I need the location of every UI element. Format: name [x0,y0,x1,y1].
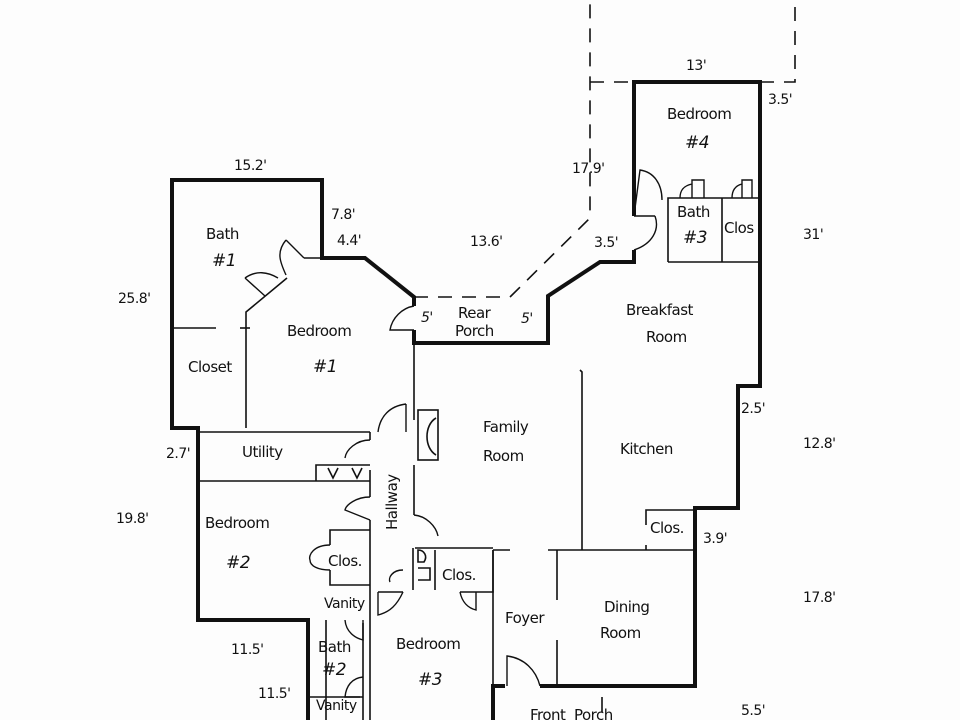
room-rear-porch-2: Porch [455,322,494,340]
dim-2-5: 2.5' [741,401,765,417]
room-bedroom4: Bedroom [667,105,731,123]
room-bedroom4-number: #4 [685,133,709,153]
dim-5-5: 5.5' [741,703,765,719]
room-dining: Dining [604,598,649,616]
dim-25-8: 25.8' [118,291,151,307]
dashed-outlines [414,0,796,298]
room-foyer: Foyer [505,609,545,627]
room-dining-2: Room [600,624,641,642]
dimension-labels: 15.2' 7.8' 4.4' 13.6' 17.9' 13' 3.5' 3.5… [116,58,836,719]
room-closet: Closet [188,358,232,376]
dim-12-8: 12.8' [803,436,836,452]
room-bath2-number: #2 [322,660,346,680]
fireplace [417,409,439,461]
room-bedroom3-number: #3 [418,670,442,690]
doors [244,169,753,698]
room-breakfast: Breakfast [626,301,694,319]
dim-17-8: 17.8' [803,590,836,606]
room-bath3: Bath [677,203,710,221]
room-bedroom2-closet: Clos. [328,552,362,570]
room-bedroom3: Bedroom [396,635,460,653]
room-bedroom4-closet: Clos [724,219,754,237]
room-bath1: Bath [206,225,239,243]
room-bedroom1-number: #1 [313,357,337,377]
room-breakfast-2: Room [646,328,687,346]
room-labels: Bath #1 Closet Bedroom #1 Rear Porch Bed… [188,105,755,720]
dim-31: 31' [803,227,823,243]
dim-19-8: 19.8' [116,511,149,527]
room-hall-closet: Clos. [442,566,476,584]
interior-walls [172,197,760,720]
dim-5-right: 5' [521,311,533,327]
dim-15-2: 15.2' [234,158,267,174]
room-rear-porch: Rear [458,304,492,322]
room-family: Family [483,418,529,436]
dim-11-5-a: 11.5' [231,642,264,658]
dim-13: 13' [686,58,706,74]
room-kitchen-closet: Clos. [650,519,684,537]
room-utility: Utility [242,443,283,461]
dim-2-7: 2.7' [166,446,190,462]
room-bedroom2: Bedroom [205,514,269,532]
room-bedroom1: Bedroom [287,322,351,340]
dim-3-5-top: 3.5' [768,92,792,108]
room-family-2: Room [483,447,524,465]
room-bath3-number: #3 [683,228,707,248]
room-bedroom2-number: #2 [226,553,250,573]
dim-5-left: 5' [421,310,433,326]
dim-17-9: 17.9' [572,161,605,177]
room-bath2: Bath [318,638,351,656]
dim-13-6: 13.6' [470,234,503,250]
dim-11-5-b: 11.5' [258,686,291,702]
dim-3-9: 3.9' [703,531,727,547]
room-hallway: Hallway [383,474,401,530]
dim-3-5: 3.5' [594,235,618,251]
dim-4-4: 4.4' [337,233,361,249]
room-kitchen: Kitchen [620,440,673,458]
exterior-walls [170,80,762,720]
room-front-porch: Front Porch [530,706,613,720]
room-vanity1: Vanity [324,596,365,612]
dim-7-8: 7.8' [331,207,355,223]
room-bath1-number: #1 [212,251,236,271]
room-vanity2: Vanity [316,698,357,714]
utility-fixtures [327,467,431,581]
